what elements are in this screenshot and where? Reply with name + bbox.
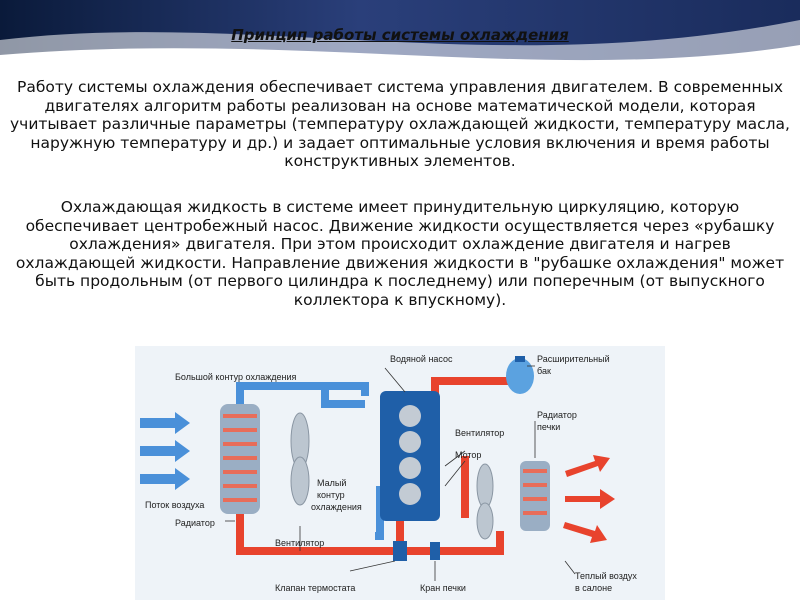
label-heater-valve: Кран печки [420,583,466,593]
thermostat-valve-icon [393,541,407,561]
fan-left-icon [290,412,310,506]
warm-air-arrows [563,455,615,543]
label-motor: Мотор [455,450,481,460]
label-expansion-tank-2: бак [537,366,551,376]
cooling-system-diagram: Большой контур охлаждения Водяной насос … [135,346,665,600]
label-small-loop-1: Малый [317,478,346,488]
label-heater-radiator-1: Радиатор [537,410,577,420]
label-small-loop-2: контур [317,490,345,500]
label-fan-right: Вентилятор [455,428,504,438]
paragraph-control-system: Работу системы охлаждения обеспечивает с… [10,78,790,171]
heater-radiator [520,461,550,531]
expansion-tank-icon [506,356,534,394]
engine-block [380,391,440,521]
slide-title: Принцип работы системы охлаждения [231,26,569,44]
label-warm-air-1: Теплый воздух [575,571,637,581]
label-big-loop: Большой контур охлаждения [175,372,296,382]
label-fan-left: Вентилятор [275,538,324,548]
label-small-loop-3: охлаждения [311,502,362,512]
header-swoosh-decoration [0,0,800,70]
label-radiator: Радиатор [175,518,215,528]
label-water-pump: Водяной насос [390,354,453,364]
label-thermostat-valve: Клапан термостата [275,583,355,593]
heater-valve-icon [430,542,440,560]
label-heater-radiator-2: печки [537,422,560,432]
label-air-flow: Поток воздуха [145,500,204,510]
fan-right-icon [476,463,494,540]
radiator [220,404,260,514]
label-expansion-tank-1: Расширительный [537,354,610,364]
leader-lines [225,365,576,581]
label-warm-air-2: в салоне [575,583,612,593]
air-flow-arrows-cold [140,412,190,490]
paragraph-circulation: Охлаждающая жидкость в системе имеет при… [15,198,785,309]
